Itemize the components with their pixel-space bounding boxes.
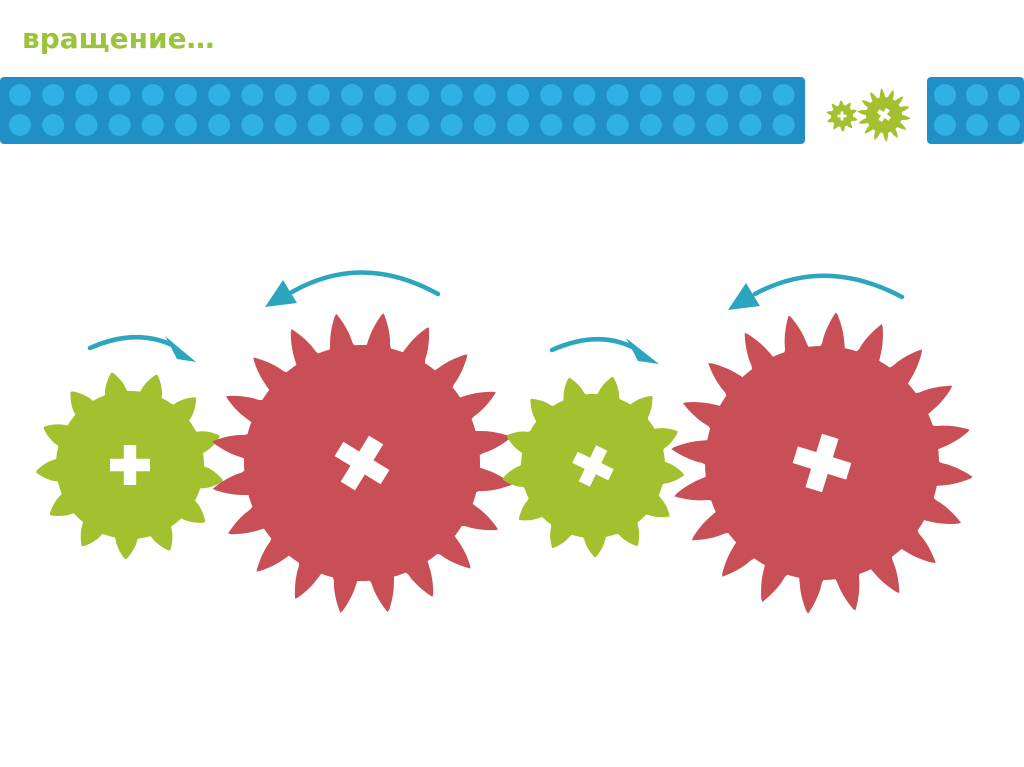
- cross-axle-hole-icon: [877, 108, 891, 122]
- gear-1: [36, 372, 223, 560]
- brick-stud: [42, 84, 65, 106]
- brick-stud: [374, 84, 397, 106]
- brick-stud: [175, 84, 197, 106]
- brick-stud: [307, 114, 330, 136]
- brick-stud: [573, 84, 596, 106]
- cross-axle-hole-icon: [572, 445, 614, 487]
- brick-stud: [175, 114, 197, 136]
- brick-strip-left: [0, 77, 805, 144]
- brick-stud: [573, 114, 596, 136]
- brick-stud: [934, 84, 956, 106]
- brick-stud: [473, 84, 496, 106]
- brick-stud: [274, 114, 297, 136]
- arrow-head: [728, 283, 760, 310]
- arrow-head: [626, 338, 659, 364]
- brick-stud: [108, 84, 131, 106]
- arrow-head: [265, 280, 297, 307]
- brick-stud: [706, 84, 729, 106]
- arrow-arc: [549, 337, 635, 353]
- brick-stud: [341, 84, 363, 106]
- gear-4: [671, 312, 973, 614]
- twin-gears-icon: [826, 88, 911, 142]
- brick-stud: [507, 114, 529, 136]
- slide-title: вращение…: [22, 22, 215, 55]
- brick-stud: [639, 84, 662, 106]
- brick-stud: [473, 114, 496, 136]
- arrow-arc: [87, 335, 175, 351]
- brick-stud: [374, 114, 397, 136]
- brick-stud: [673, 84, 695, 106]
- brick-stud: [241, 114, 264, 136]
- brick-stud: [208, 84, 231, 106]
- brick-right-studs: [934, 84, 1020, 136]
- gear-3: [502, 376, 685, 558]
- gear-2: [212, 313, 512, 613]
- brick-stud: [341, 114, 363, 136]
- brick-strip-right: [927, 77, 1024, 144]
- brick-stud: [772, 114, 795, 136]
- brick-stud: [639, 114, 662, 136]
- brick-stud: [606, 114, 629, 136]
- brick-stud: [307, 84, 330, 106]
- cross-axle-hole-icon: [110, 445, 150, 485]
- brick-stud: [108, 114, 131, 136]
- brick-stud: [440, 114, 463, 136]
- brick-stud: [998, 114, 1020, 136]
- curved-arrow-icon: [265, 270, 441, 307]
- brick-stud: [407, 114, 430, 136]
- brick-stud: [606, 84, 629, 106]
- arrow-arc: [752, 273, 905, 300]
- brick-stud: [141, 114, 164, 136]
- arrow-head: [165, 336, 196, 362]
- brick-stud: [706, 114, 729, 136]
- brick-stud: [507, 84, 529, 106]
- brick-stud: [274, 84, 297, 106]
- brick-left-body: [0, 77, 805, 144]
- brick-stud: [540, 114, 563, 136]
- curved-arrow-icon: [549, 337, 659, 364]
- curved-arrow-icon: [728, 273, 905, 310]
- brick-stud: [739, 84, 762, 106]
- brick-stud: [739, 114, 762, 136]
- cross-axle-hole-icon: [792, 433, 852, 493]
- brick-stud: [966, 84, 988, 106]
- brick-stud: [241, 84, 264, 106]
- brick-stud: [772, 84, 795, 106]
- cross-axle-hole-icon: [334, 435, 390, 491]
- brick-stud: [75, 84, 98, 106]
- brick-stud: [540, 84, 563, 106]
- brick-stud: [934, 114, 956, 136]
- cross-axle-hole-icon: [837, 111, 847, 121]
- brick-stud: [141, 84, 164, 106]
- brick-stud: [673, 114, 695, 136]
- brick-stud: [208, 114, 231, 136]
- brick-left-studs: [9, 84, 795, 136]
- curved-arrow-icon: [87, 335, 196, 362]
- rotation-arrows: [87, 270, 905, 364]
- brick-stud: [966, 114, 988, 136]
- brick-stud: [42, 114, 65, 136]
- brick-stud: [998, 84, 1020, 106]
- brick-stud: [407, 84, 430, 106]
- gear-train: [36, 312, 973, 614]
- brick-stud: [9, 114, 31, 136]
- arrow-arc: [289, 270, 441, 297]
- brick-stud: [75, 114, 98, 136]
- brick-stud: [9, 84, 31, 106]
- brick-stud: [440, 84, 463, 106]
